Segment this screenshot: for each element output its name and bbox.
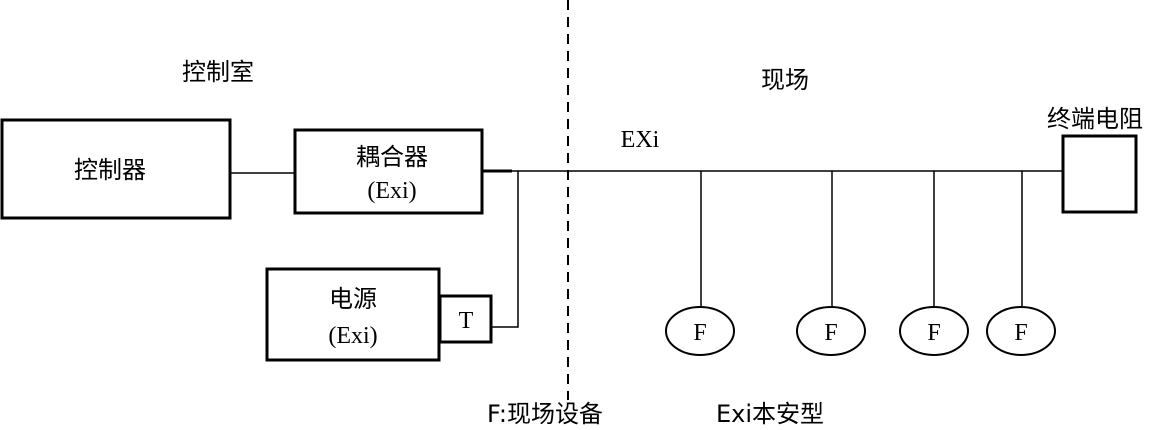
bus-label: EXi: [621, 127, 660, 153]
coupler-label: 耦合器: [356, 143, 428, 171]
power-supply-label: 电源: [329, 285, 377, 313]
field-device-1-shape: [665, 306, 735, 356]
field-device-3: F: [899, 306, 969, 356]
control-room-label: 控制室: [182, 58, 254, 86]
legend-field-device: F:现场设备: [487, 400, 603, 428]
field-device-1-label: F: [693, 320, 706, 346]
terminal-resistor-label: 终端电阻: [1047, 105, 1143, 133]
terminal-resistor-box: [1061, 134, 1138, 214]
field-device-3-label: F: [927, 320, 940, 346]
field-device-2: F: [796, 306, 866, 356]
field-label: 现场: [761, 66, 809, 94]
controller-box: [0, 118, 232, 220]
controller-label: 控制器: [74, 156, 146, 184]
power-supply-sublabel: (Exi): [328, 323, 377, 349]
field-device-4-shape: [986, 306, 1056, 356]
field-device-2-label: F: [824, 320, 837, 346]
terminator-label: T: [459, 308, 474, 334]
coupler-sublabel: (Exi): [367, 178, 416, 204]
field-device-1: F: [665, 306, 735, 356]
terminator-box: [438, 294, 493, 344]
field-device-4: F: [986, 306, 1056, 356]
legend-intrinsic-safety: Exi本安型: [716, 400, 824, 428]
field-device-2-shape: [796, 306, 866, 356]
field-device-3-shape: [899, 306, 969, 356]
power-feed-line: [491, 171, 519, 328]
field-device-4-label: F: [1014, 320, 1027, 346]
